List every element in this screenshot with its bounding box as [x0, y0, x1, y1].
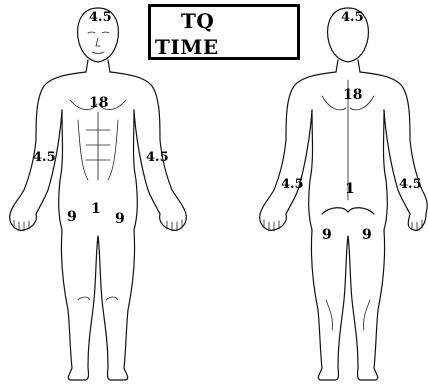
back-figure — [260, 8, 428, 380]
front-groin-percent: 1 — [91, 202, 101, 216]
back-percent: 18 — [343, 88, 362, 102]
back-buttock-percent: 1 — [345, 182, 355, 196]
time-label: TIME — [155, 35, 219, 59]
front-legs-outline — [61, 230, 134, 380]
front-right-arm-percent: 4.5 — [146, 151, 169, 164]
front-head-percent: 4.5 — [89, 11, 112, 24]
back-head-percent: 4.5 — [341, 11, 364, 24]
front-left-arm-percent: 4.5 — [33, 151, 56, 164]
back-left-leg-percent: 9 — [322, 228, 332, 242]
tq-label: TQ — [181, 9, 214, 33]
back-right-arm-percent: 4.5 — [399, 178, 422, 191]
front-figure — [10, 8, 187, 380]
front-left-leg-percent: 9 — [67, 210, 77, 224]
front-right-leg-percent: 9 — [115, 212, 125, 226]
front-chest-percent: 18 — [89, 96, 108, 110]
back-left-arm-percent: 4.5 — [281, 178, 304, 191]
tq-time-box: TQ TIME — [148, 4, 300, 60]
back-legs-outline — [311, 230, 384, 380]
back-right-leg-percent: 9 — [362, 228, 372, 242]
